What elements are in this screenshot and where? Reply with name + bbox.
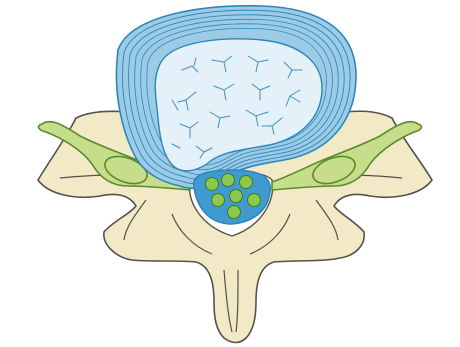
- nerve-rootlet: [212, 194, 225, 207]
- nerve-rootlet: [240, 176, 253, 189]
- nerve-rootlet: [222, 174, 235, 187]
- nerve-rootlet: [248, 194, 261, 207]
- nerve-rootlet: [230, 190, 243, 203]
- nerve-rootlet: [228, 206, 241, 219]
- nerve-rootlet: [206, 178, 219, 191]
